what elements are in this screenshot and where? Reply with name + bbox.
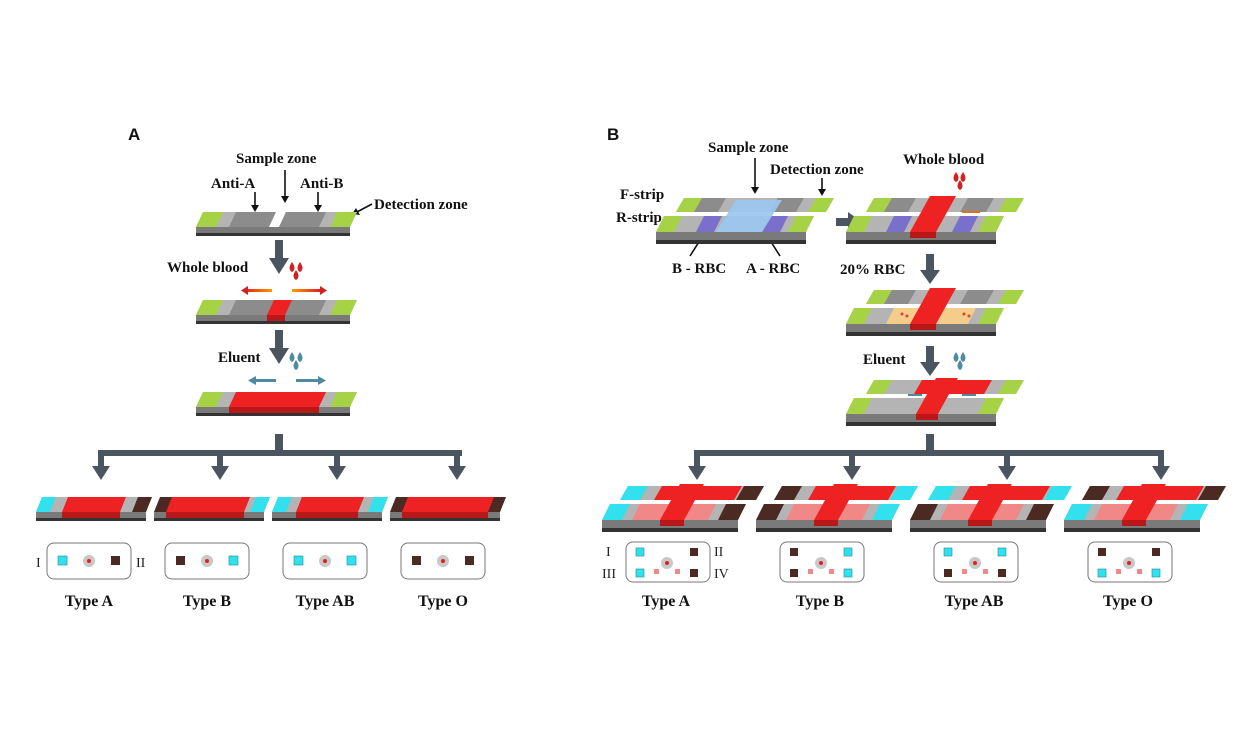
blood-drop-icon: [289, 262, 303, 280]
a-result-card-type-o: [400, 542, 486, 580]
b-result-card-type-o: [1087, 541, 1173, 583]
a-result-strip-type-b: [154, 497, 270, 521]
a-strip-initial: [196, 212, 357, 236]
a-type-label-1: Type B: [183, 593, 231, 610]
b-type-label-0: Type A: [642, 593, 691, 610]
b-roman-i: I: [606, 545, 611, 560]
a-result-card-type-b: [164, 542, 250, 580]
a-strip-eluted: [196, 376, 357, 416]
a-type-label-0: Type A: [65, 593, 114, 610]
panel-a-letter: A: [128, 125, 140, 144]
b-result-card-type-ab: [933, 541, 1019, 583]
a-roman-i: I: [36, 556, 41, 571]
a-strip-blood: [196, 286, 357, 324]
a-type-label-2: Type AB: [296, 593, 355, 610]
b-detection-zone-label: Detection zone: [770, 162, 864, 178]
b-type-label-2: Type AB: [945, 593, 1004, 610]
a-type-label-3: Type O: [418, 593, 468, 610]
b-roman-iii: III: [602, 567, 616, 582]
b-arrow-2: [920, 346, 940, 376]
b-whole-blood-label: Whole blood: [903, 152, 985, 168]
b-result-card-type-a: [625, 541, 711, 583]
a-eluent-label: Eluent: [218, 350, 261, 366]
a-pointer-arrows: [251, 170, 373, 215]
panel-a: A Sample zone Anti-A Anti-B Detection zo…: [36, 125, 506, 610]
a-result-card-type-ab: [282, 542, 368, 580]
b-20-rbc-label: 20% RBC: [840, 262, 905, 278]
a-result-strip-type-ab: [272, 497, 388, 521]
b-a-rbc-label: A - RBC: [746, 261, 800, 277]
b-roman-iv: IV: [714, 567, 729, 582]
b-eluent-label: Eluent: [863, 352, 906, 368]
b-strip-blood: [846, 196, 1024, 244]
b-result-strip-type-o: [1064, 484, 1226, 532]
b-b-rbc-label: B - RBC: [672, 261, 726, 277]
b-result-strip-type-a: [602, 484, 764, 532]
a-whole-blood-label: Whole blood: [167, 260, 249, 276]
a-anti-b-label: Anti-B: [300, 176, 343, 192]
a-distribution-tree: [92, 434, 466, 480]
b-result-strip-type-b: [756, 484, 918, 532]
b-eluent-drop-icon: [953, 352, 966, 370]
panel-b: B Sample zone Detection zone Whole blood…: [602, 125, 1226, 610]
panel-b-letter: B: [607, 125, 619, 144]
b-distribution-tree: [688, 434, 1170, 480]
b-f-strip-label: F-strip: [620, 187, 664, 203]
b-blood-drop-icon: [953, 172, 966, 190]
a-sample-zone-label: Sample zone: [236, 151, 317, 167]
a-anti-a-label: Anti-A: [211, 176, 255, 192]
b-strip-rbc: [846, 288, 1024, 336]
b-type-label-3: Type O: [1103, 593, 1153, 610]
b-strip-initial: [656, 198, 834, 244]
b-arrow-1: [920, 254, 940, 284]
a-result-strip-type-o: [390, 497, 506, 521]
b-strip-eluted: [846, 378, 1024, 426]
a-roman-ii: II: [136, 556, 146, 571]
b-type-label-1: Type B: [796, 593, 844, 610]
b-result-strip-type-ab: [910, 484, 1072, 532]
b-roman-ii: II: [714, 545, 724, 560]
a-arrow-1: [269, 240, 289, 274]
a-result-strip-type-a: [36, 497, 152, 521]
b-r-strip-label: R-strip: [616, 210, 662, 226]
a-result-card-type-a: [46, 542, 132, 580]
eluent-drop-icon: [289, 352, 303, 370]
b-result-card-type-b: [779, 541, 865, 583]
a-detection-zone-label: Detection zone: [374, 197, 468, 213]
b-sample-zone-label: Sample zone: [708, 140, 789, 156]
a-arrow-2: [269, 330, 289, 364]
